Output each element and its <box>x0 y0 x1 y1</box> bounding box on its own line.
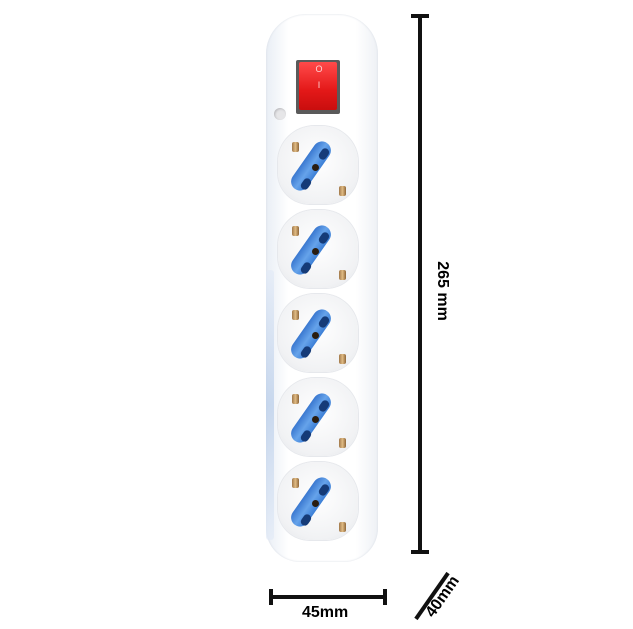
ground-pin <box>339 270 346 280</box>
ground-pin <box>292 478 299 488</box>
height-label: 265 mm <box>433 261 451 321</box>
ground-pin <box>339 186 346 196</box>
outlet-5 <box>272 460 364 542</box>
outlet-2 <box>272 208 364 290</box>
strip-side-edge <box>266 270 274 540</box>
ground-pin <box>292 142 299 152</box>
outlet-1 <box>272 124 364 206</box>
outlet-4 <box>272 376 364 458</box>
ground-pin <box>292 310 299 320</box>
width-line <box>270 595 386 599</box>
power-switch <box>299 62 337 110</box>
ground-pin <box>339 522 346 532</box>
switch-on-label: I <box>317 80 321 90</box>
outlet-3 <box>272 292 364 374</box>
ground-pin <box>292 394 299 404</box>
ground-pin <box>339 438 346 448</box>
ground-pin <box>339 354 346 364</box>
width-label: 45mm <box>302 604 349 621</box>
indicator-light <box>274 108 286 120</box>
height-line <box>418 16 422 552</box>
ground-pin <box>292 226 299 236</box>
switch-off-label: O <box>315 64 323 74</box>
